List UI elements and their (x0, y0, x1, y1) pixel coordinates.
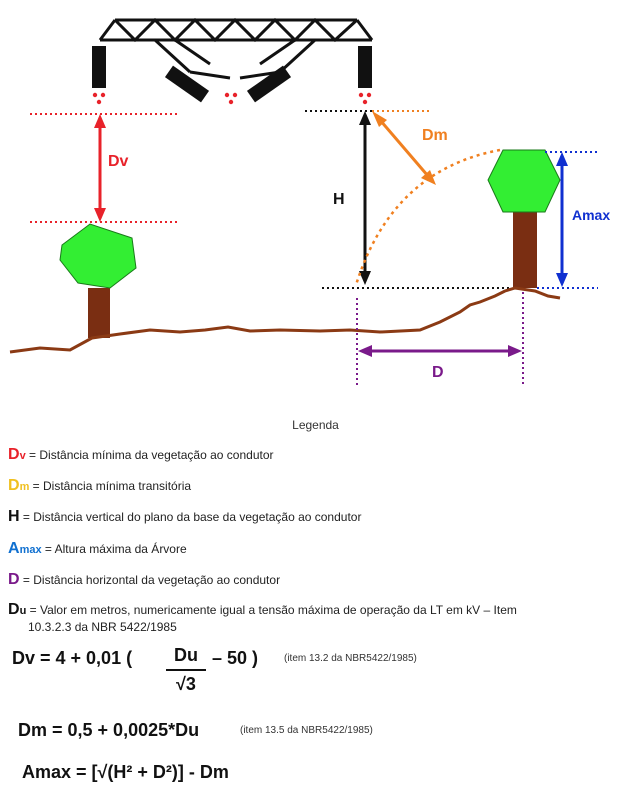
legend-item: Dv = Distância mínima da vegetação ao co… (8, 446, 274, 464)
legend-item-text: = Altura máxima da Árvore (41, 542, 187, 556)
dv-label: Dv (108, 153, 129, 170)
legend-item-subscript: max (19, 544, 42, 556)
left-tree-trunk (88, 288, 110, 338)
dv-formula-denominator: √3 (176, 674, 196, 694)
legend-item-symbol: A (8, 540, 20, 557)
d-arrow (358, 345, 522, 357)
amax-label: Amax (572, 207, 610, 223)
h-label: H (333, 191, 345, 208)
legend-item-subscript: v (19, 450, 26, 462)
dv-formula-right: – 50 ) (212, 648, 259, 668)
legend-item-text: = Distância mínima transitória (29, 479, 192, 493)
legend-item-symbol: D (8, 477, 20, 494)
legend-item-text: = Distância horizontal da vegetação ao c… (19, 573, 281, 587)
legend-item-symbol: D (8, 446, 20, 463)
legend-item-subscript: m (19, 481, 30, 493)
h-arrow (359, 111, 371, 285)
legend-item-text: = Distância vertical do plano da base da… (19, 510, 362, 524)
dv-formula-left: Dv = 4 + 0,01 ( (12, 648, 133, 668)
conductor-dots (92, 92, 372, 105)
dv-arrow (94, 114, 106, 222)
right-tree-crown (487, 149, 561, 213)
dv-formula-ref: (item 13.2 da NBR5422/1985) (284, 653, 417, 664)
legend-item: Dm = Distância mínima transitória (8, 477, 191, 495)
right-tree-trunk (513, 212, 537, 288)
amax-arrow (556, 152, 568, 287)
ground-line (9, 286, 561, 354)
dv-formula-numerator: Du (174, 645, 198, 665)
transmission-tower (98, 17, 374, 80)
legend-item: D = Distância horizontal da vegetação ao… (8, 571, 280, 589)
legend-item: H = Distância vertical do plano da base … (8, 508, 361, 526)
insulator-right (358, 46, 372, 88)
dm-formula: Dm = 0,5 + 0,0025*Du (18, 720, 200, 740)
legend-item-subscript: u (19, 605, 27, 617)
legend-item-symbol: H (8, 508, 20, 525)
legend-title: Legenda (292, 418, 339, 432)
insulator-center-left (164, 65, 210, 103)
clearance-diagram: Dv Dm H Amax D (9, 17, 610, 385)
legend-item-text: = Valor em metros, numericamente igual a… (26, 603, 517, 617)
amax-formula: Amax = [√(H² + D²)] - Dm (22, 762, 229, 782)
d-label: D (432, 364, 444, 381)
dm-arrow (372, 111, 436, 185)
dm-label: Dm (422, 127, 448, 144)
dm-transient-arc (354, 148, 501, 286)
dv-fraction-bar (166, 669, 206, 671)
legend-item-symbol: D (8, 601, 20, 618)
legend-item: Amax = Altura máxima da Árvore (8, 540, 187, 558)
insulator-left (92, 46, 106, 88)
legend-item-symbol: D (8, 571, 20, 588)
insulator-center-right (246, 65, 292, 103)
legend-du-continuation: 10.3.2.3 da NBR 5422/1985 (28, 620, 177, 634)
dm-formula-ref: (item 13.5 da NBR5422/1985) (240, 725, 373, 736)
left-tree-crown (59, 223, 137, 289)
legend-item-text: = Distância mínima da vegetação ao condu… (25, 448, 274, 462)
legend-item: Du = Valor em metros, numericamente igua… (8, 601, 517, 619)
